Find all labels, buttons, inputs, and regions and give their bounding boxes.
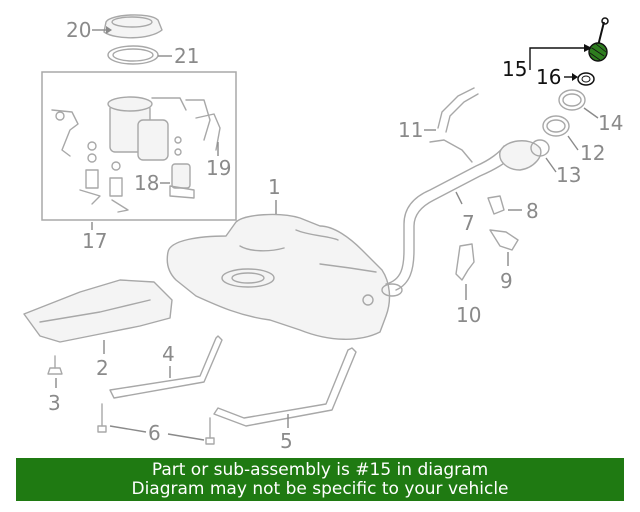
callout-8[interactable]: 8 <box>526 199 539 223</box>
leader-13 <box>545 157 557 173</box>
strap-bolt[interactable] <box>97 403 215 445</box>
pump-filter-bracket[interactable] <box>195 113 221 151</box>
fuel-pump-module[interactable] <box>107 96 211 161</box>
fuel-cap-assembly[interactable] <box>588 17 609 62</box>
pump-small-parts[interactable] <box>79 136 182 213</box>
arrow-20 <box>106 26 112 34</box>
check-valve[interactable] <box>455 243 475 281</box>
fuel-pump[interactable] <box>169 163 195 199</box>
callout-7[interactable]: 7 <box>462 211 475 235</box>
filler-neck-seal[interactable] <box>542 115 570 137</box>
o-ring-13[interactable] <box>530 139 550 157</box>
cap-gasket[interactable] <box>577 72 595 86</box>
callout-17[interactable]: 17 <box>82 229 107 253</box>
leader-15 <box>529 47 584 70</box>
retaining-clip[interactable] <box>47 355 63 375</box>
tank-strap-front[interactable] <box>109 335 223 399</box>
heat-shield[interactable] <box>23 279 173 343</box>
callout-16[interactable]: 16 <box>536 65 561 89</box>
callout-18[interactable]: 18 <box>134 171 159 195</box>
callout-14[interactable]: 14 <box>598 111 623 135</box>
callout-19[interactable]: 19 <box>206 156 231 180</box>
callout-11[interactable]: 11 <box>398 118 423 142</box>
gasket-14[interactable] <box>558 89 586 111</box>
pump-assembly-box <box>41 71 237 221</box>
info-banner: Part or sub-assembly is #15 in diagram D… <box>16 458 624 501</box>
leader-6b <box>167 433 205 441</box>
leader-7 <box>455 191 463 205</box>
callout-13[interactable]: 13 <box>556 163 581 187</box>
sender-unit[interactable] <box>51 109 79 157</box>
leader-6a <box>109 425 147 433</box>
breather-tube[interactable] <box>429 87 479 163</box>
callout-1[interactable]: 1 <box>268 175 281 199</box>
arrow-16 <box>572 73 578 81</box>
callout-20[interactable]: 20 <box>66 18 91 42</box>
callout-4[interactable]: 4 <box>162 342 175 366</box>
fuel-pump-retainer-ring[interactable] <box>103 14 163 39</box>
support-bracket[interactable] <box>489 229 519 251</box>
leader-14 <box>583 107 599 119</box>
fuel-pump-gasket[interactable] <box>107 45 159 65</box>
callout-12[interactable]: 12 <box>580 141 605 165</box>
arrow-15 <box>584 44 592 52</box>
callout-15[interactable]: 15 <box>502 57 527 81</box>
filler-bracket[interactable] <box>487 195 505 215</box>
callout-21[interactable]: 21 <box>174 44 199 68</box>
callout-3[interactable]: 3 <box>48 391 61 415</box>
leader-12 <box>567 135 579 151</box>
fuel-tank[interactable] <box>166 213 391 340</box>
banner-line-1: Part or sub-assembly is #15 in diagram <box>151 460 489 480</box>
callout-9[interactable]: 9 <box>500 269 513 293</box>
tank-strap-rear[interactable] <box>213 347 357 427</box>
callout-5[interactable]: 5 <box>280 429 293 453</box>
callout-10[interactable]: 10 <box>456 303 481 327</box>
banner-line-2: Diagram may not be specific to your vehi… <box>131 479 509 499</box>
callout-6[interactable]: 6 <box>148 421 161 445</box>
callout-2[interactable]: 2 <box>96 356 109 380</box>
